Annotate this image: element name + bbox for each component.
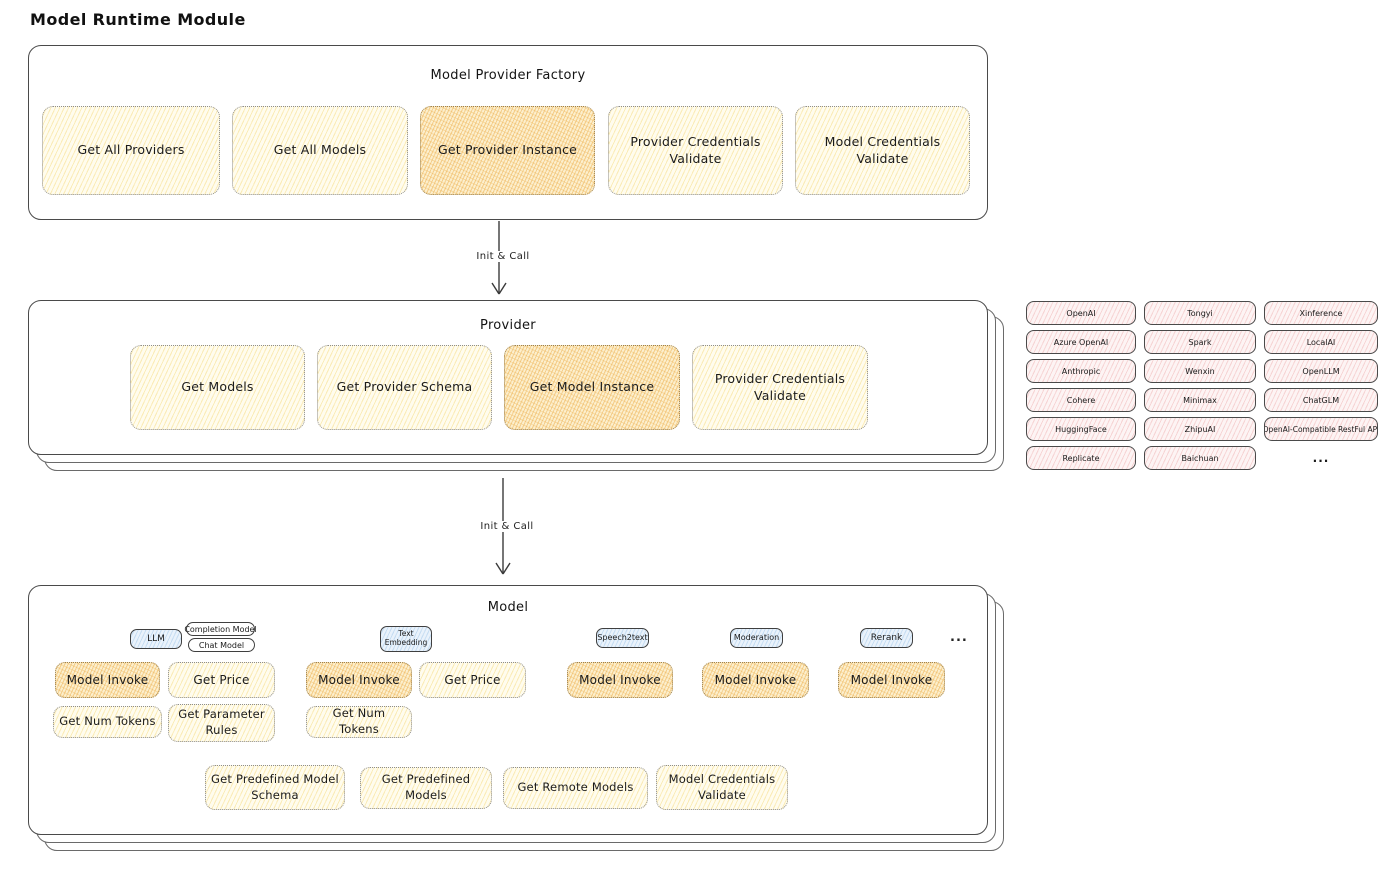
- op-embedding-get-num-tokens: Get Num Tokens: [306, 706, 412, 738]
- provider-pill-minimax: Minimax: [1144, 388, 1256, 412]
- provider-pill-tongyi: Tongyi: [1144, 301, 1256, 325]
- factory-box-provider-credentials-validate: Provider Credentials Validate: [608, 106, 783, 195]
- provider-title: Provider: [480, 318, 536, 333]
- provider-box-get-model-instance: Get Model Instance: [504, 345, 680, 430]
- tag-speech2text: Speech2text: [596, 628, 649, 648]
- provider-pill-openai-compatible: OpenAI-Compatible RestFul API: [1264, 417, 1378, 441]
- op-llm-get-parameter-rules: Get Parameter Rules: [168, 704, 275, 742]
- op-speech2text-model-invoke: Model Invoke: [567, 662, 673, 698]
- provider-pill-openllm: OpenLLM: [1264, 359, 1378, 383]
- provider-pill-chatglm: ChatGLM: [1264, 388, 1378, 412]
- op-get-predefined-models: Get Predefined Models: [360, 767, 492, 809]
- provider-pill-azure-openai: Azure OpenAI: [1026, 330, 1136, 354]
- op-embedding-get-price: Get Price: [419, 662, 526, 698]
- op-llm-model-invoke: Model Invoke: [55, 662, 160, 698]
- op-model-credentials-validate: Model Credentials Validate: [656, 765, 788, 810]
- tag-more-ellipsis: ...: [950, 630, 968, 645]
- provider-pill-spark: Spark: [1144, 330, 1256, 354]
- factory-box-get-all-models: Get All Models: [232, 106, 408, 195]
- provider-list: OpenAI Tongyi Xinference Azure OpenAI Sp…: [1026, 301, 1378, 470]
- tag-rerank: Rerank: [860, 628, 913, 648]
- provider-pill-baichuan: Baichuan: [1144, 446, 1256, 470]
- tag-moderation: Moderation: [730, 628, 783, 648]
- provider-pill-localai: LocalAI: [1264, 330, 1378, 354]
- provider-box-get-provider-schema: Get Provider Schema: [317, 345, 492, 430]
- op-llm-get-price: Get Price: [168, 662, 275, 698]
- provider-pill-huggingface: HuggingFace: [1026, 417, 1136, 441]
- tag-llm: LLM: [130, 629, 182, 649]
- tag-text-embedding: Text Embedding: [380, 626, 432, 652]
- op-get-remote-models: Get Remote Models: [503, 767, 648, 809]
- factory-box-model-credentials-validate: Model Credentials Validate: [795, 106, 970, 195]
- tag-completion-model: Completion Model: [184, 622, 257, 636]
- provider-pill-anthropic: Anthropic: [1026, 359, 1136, 383]
- arrow-label-init-call-2: Init & Call: [468, 521, 546, 532]
- provider-pill-wenxin: Wenxin: [1144, 359, 1256, 383]
- op-get-predefined-model-schema: Get Predefined Model Schema: [205, 765, 345, 810]
- op-rerank-model-invoke: Model Invoke: [838, 662, 945, 698]
- provider-box-get-models: Get Models: [130, 345, 305, 430]
- factory-title: Model Provider Factory: [430, 68, 586, 83]
- provider-pill-replicate: Replicate: [1026, 446, 1136, 470]
- page-title: Model Runtime Module: [30, 10, 246, 29]
- factory-box-get-provider-instance: Get Provider Instance: [420, 106, 595, 195]
- op-moderation-model-invoke: Model Invoke: [702, 662, 809, 698]
- tag-chat-model: Chat Model: [188, 638, 255, 652]
- factory-box-get-all-providers: Get All Providers: [42, 106, 220, 195]
- op-embedding-model-invoke: Model Invoke: [306, 662, 412, 698]
- op-llm-get-num-tokens: Get Num Tokens: [53, 706, 162, 738]
- model-title: Model: [487, 600, 529, 615]
- provider-pill-xinference: Xinference: [1264, 301, 1378, 325]
- arrow-label-init-call-1: Init & Call: [464, 251, 542, 262]
- provider-pill-openai: OpenAI: [1026, 301, 1136, 325]
- provider-box-provider-credentials-validate: Provider Credentials Validate: [692, 345, 868, 430]
- provider-pill-cohere: Cohere: [1026, 388, 1136, 412]
- provider-pill-zhipuai: ZhipuAI: [1144, 417, 1256, 441]
- provider-pill-more: ...: [1312, 451, 1330, 465]
